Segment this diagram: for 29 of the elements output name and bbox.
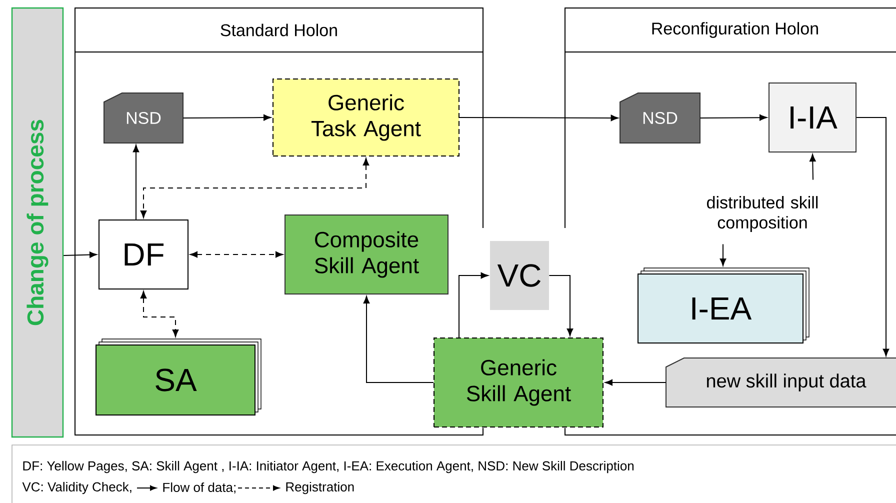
agent-box: Generic Skill Agent [434,338,604,428]
dashed-arrow [190,251,284,258]
legend-text: DF: Yellow Pages, SA: Skill Agent , I-IA: Initiator Agent, I-EA: Execution Agent, NSD: New Skill Description [23,460,634,474]
arrow [700,114,768,121]
arrow [63,252,97,258]
agent-box: I-IA [768,82,856,152]
arrow [856,117,890,356]
arrow [548,275,574,336]
arrow [720,244,726,266]
stacked-box: I-EA [638,268,810,344]
legend-text: Registration [286,482,354,494]
agent-box: DF [98,220,188,290]
arrow [458,272,488,338]
side-banner: Change of process [11,7,64,438]
dashed-arrow [140,291,179,337]
dashed-arrow [140,158,370,218]
arrow [605,379,666,386]
process-box: VC [490,241,549,310]
arrow [182,114,271,121]
stacked-box: SA [96,338,262,416]
arrow [132,144,140,220]
arrow [459,114,618,122]
agent-box: Generic Task Agent [272,78,460,156]
legend-text: Flow of data; [163,482,236,494]
agent-box: Composite Skill Agent [284,214,448,294]
arrow [810,154,816,180]
annotation-text: distributed skill composition [707,196,818,232]
arrow [363,296,434,383]
legend-text: VC: Validity Check, [22,482,132,494]
